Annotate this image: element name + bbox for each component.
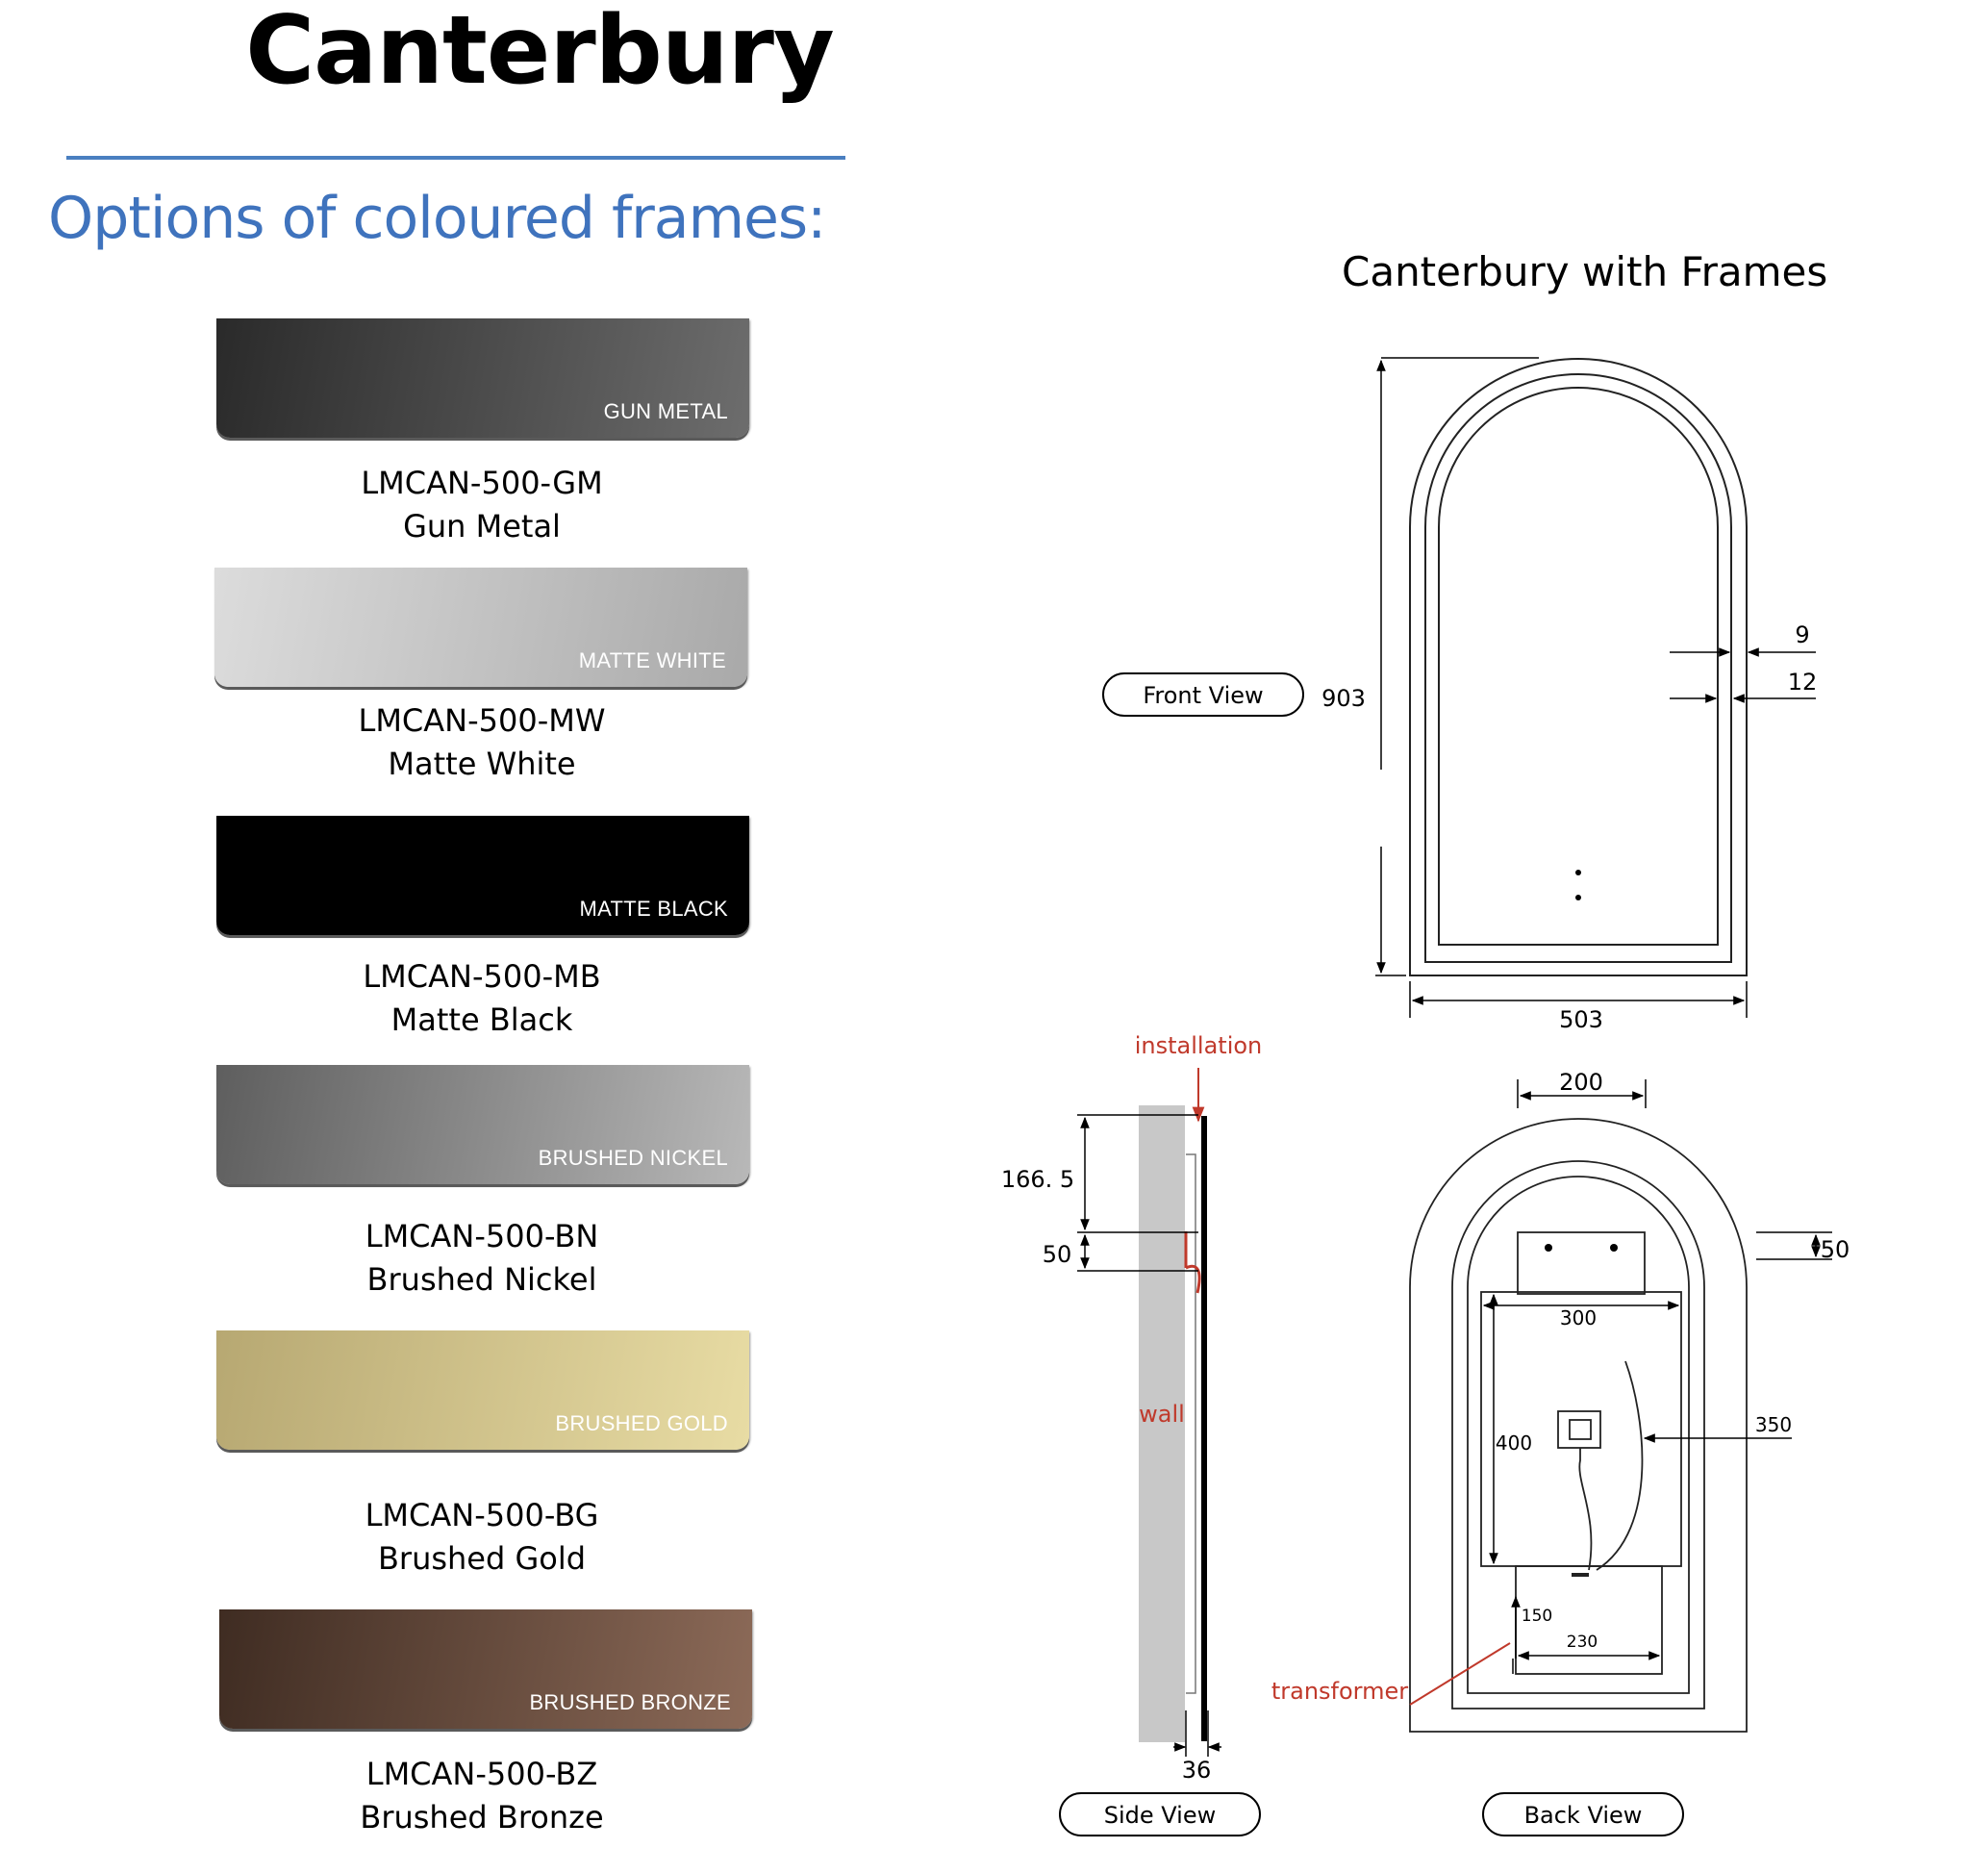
product-code: LMCAN-500-BG: [365, 1497, 599, 1533]
dim-back-200: 200: [1559, 1069, 1603, 1096]
side-view-pill: [1059, 1792, 1261, 1836]
swatch-label: BRUSHED BRONZE: [529, 1690, 731, 1714]
installation-note: installation: [1135, 1032, 1263, 1059]
wall-note: wall: [1139, 1401, 1185, 1428]
page-title: Canterbury: [245, 0, 835, 106]
product-code: LMCAN-500-BN: [365, 1218, 599, 1254]
swatch-lmcan-500-bg: BRUSHED GOLD: [216, 1330, 749, 1450]
swatch-label: MATTE WHITE: [578, 648, 726, 672]
diagram-title: Canterbury with Frames: [1342, 248, 1828, 295]
finish-name: Brushed Gold: [377, 1540, 587, 1577]
swatch-label: MATTE BLACK: [579, 897, 728, 921]
finish-name: Matte Black: [390, 1001, 573, 1038]
swatch-lmcan-500-gm: GUN METAL: [216, 318, 749, 438]
dim-frame-12: 12: [1788, 669, 1818, 696]
dim-frame-9: 9: [1795, 621, 1809, 648]
title-divider: [66, 156, 845, 160]
swatch-caption: LMCAN-500-MB Matte Black: [145, 955, 818, 1042]
swatch-lmcan-500-mw: MATTE WHITE: [214, 568, 747, 687]
section-subtitle: Options of coloured frames:: [48, 185, 826, 252]
dim-back-350: 350: [1755, 1413, 1792, 1436]
swatch-label: GUN METAL: [603, 399, 728, 423]
sensor-dot: [1575, 870, 1581, 875]
swatch-caption: LMCAN-500-BN Brushed Nickel: [145, 1215, 818, 1302]
dim-back-300: 300: [1560, 1306, 1597, 1330]
swatch-caption: LMCAN-500-BG Brushed Gold: [145, 1494, 818, 1581]
dim-side-166: 166. 5: [1001, 1166, 1074, 1193]
mirror-profile: [1201, 1116, 1207, 1741]
dim-back-230: 230: [1567, 1633, 1598, 1652]
swatch-label: BRUSHED GOLD: [555, 1411, 728, 1435]
transformer-note: transformer: [1271, 1678, 1408, 1705]
finish-name: Matte White: [388, 746, 576, 782]
swatch-lmcan-500-mb: MATTE BLACK: [216, 816, 749, 935]
swatch-caption: LMCAN-500-GM Gun Metal: [145, 462, 818, 548]
back-view-label: Back View: [1524, 1802, 1643, 1829]
swatch-caption: LMCAN-500-BZ Brushed Bronze: [145, 1753, 818, 1839]
finish-name: Brushed Bronze: [360, 1799, 604, 1836]
dim-width: 503: [1559, 1006, 1603, 1033]
front-view-drawing: [1409, 358, 1748, 976]
product-code: LMCAN-500-GM: [361, 465, 603, 501]
side-view-label: Side View: [1104, 1802, 1216, 1829]
dim-back-400: 400: [1496, 1431, 1532, 1455]
product-code: LMCAN-500-MB: [363, 958, 601, 995]
front-view-label: Front View: [1143, 682, 1263, 709]
swatch-lmcan-500-bz: BRUSHED BRONZE: [219, 1609, 752, 1729]
front-view-pill: [1102, 672, 1304, 717]
wall-block: [1139, 1105, 1185, 1742]
swatch-label: BRUSHED NICKEL: [538, 1146, 728, 1170]
transformer-leader: [1409, 1642, 1511, 1706]
dim-side-50: 50: [1043, 1241, 1072, 1268]
dim-side-36: 36: [1182, 1757, 1212, 1784]
dim-back-150: 150: [1522, 1607, 1552, 1626]
sensor-dot: [1575, 895, 1581, 900]
back-view-drawing: [1409, 1118, 1748, 1733]
back-view-pill: [1482, 1792, 1684, 1836]
dim-height: 903: [1321, 685, 1366, 712]
dim-back-50: 50: [1821, 1236, 1850, 1263]
bracket-hook: [1184, 1231, 1201, 1294]
product-code: LMCAN-500-BZ: [365, 1756, 598, 1792]
swatch-lmcan-500-bn: BRUSHED NICKEL: [216, 1065, 749, 1184]
product-code: LMCAN-500-MW: [358, 702, 606, 739]
finish-name: Gun Metal: [403, 508, 561, 544]
finish-name: Brushed Nickel: [366, 1261, 597, 1298]
swatch-caption: LMCAN-500-MW Matte White: [145, 699, 818, 786]
